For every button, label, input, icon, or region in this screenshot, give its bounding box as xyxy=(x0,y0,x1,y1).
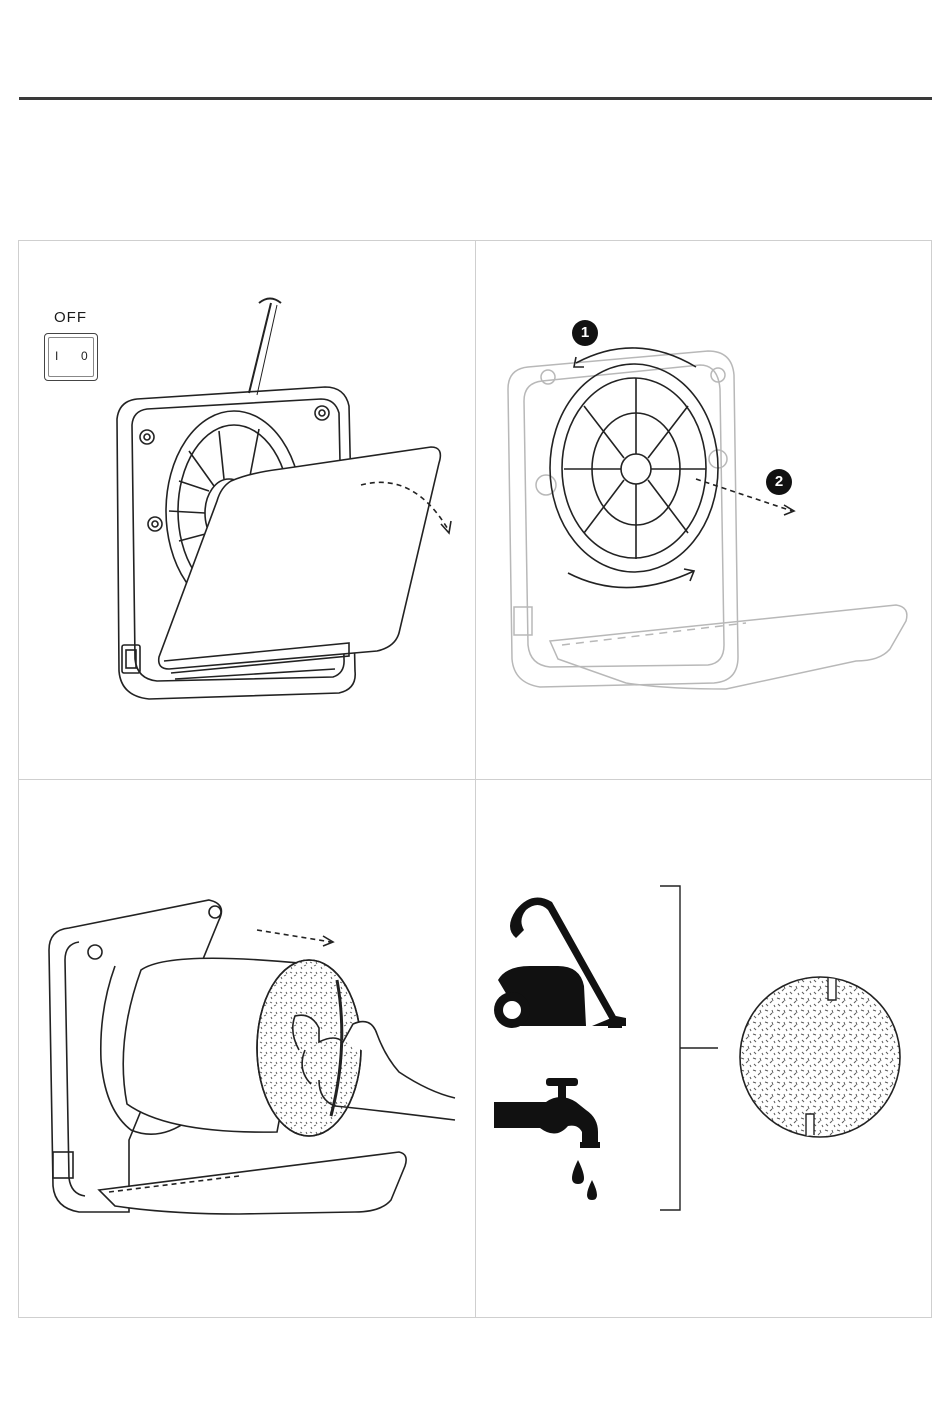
foam-filter-icon xyxy=(740,977,900,1137)
cleaning-options-bracket xyxy=(660,886,718,1210)
vacuum-cleaner-icon xyxy=(494,898,626,1029)
step-panel-remove-grille: 1 2 xyxy=(476,241,932,779)
step-panel-remove-filter xyxy=(19,780,475,1318)
water-tap-icon xyxy=(494,1078,600,1200)
fan-cover-open-illustration xyxy=(19,241,475,779)
fan-grille-removal-illustration xyxy=(476,241,932,779)
screwdriver-icon xyxy=(249,299,281,396)
filter-cleaning-illustration xyxy=(476,780,932,1318)
step-panel-clean-filter xyxy=(476,780,932,1318)
header-rule xyxy=(19,97,932,100)
step-one-badge: 1 xyxy=(572,320,598,346)
step-two-badge: 2 xyxy=(766,469,792,495)
filter-removal-illustration xyxy=(19,780,475,1318)
step-panel-open-cover: OFF I 0 xyxy=(19,241,475,779)
